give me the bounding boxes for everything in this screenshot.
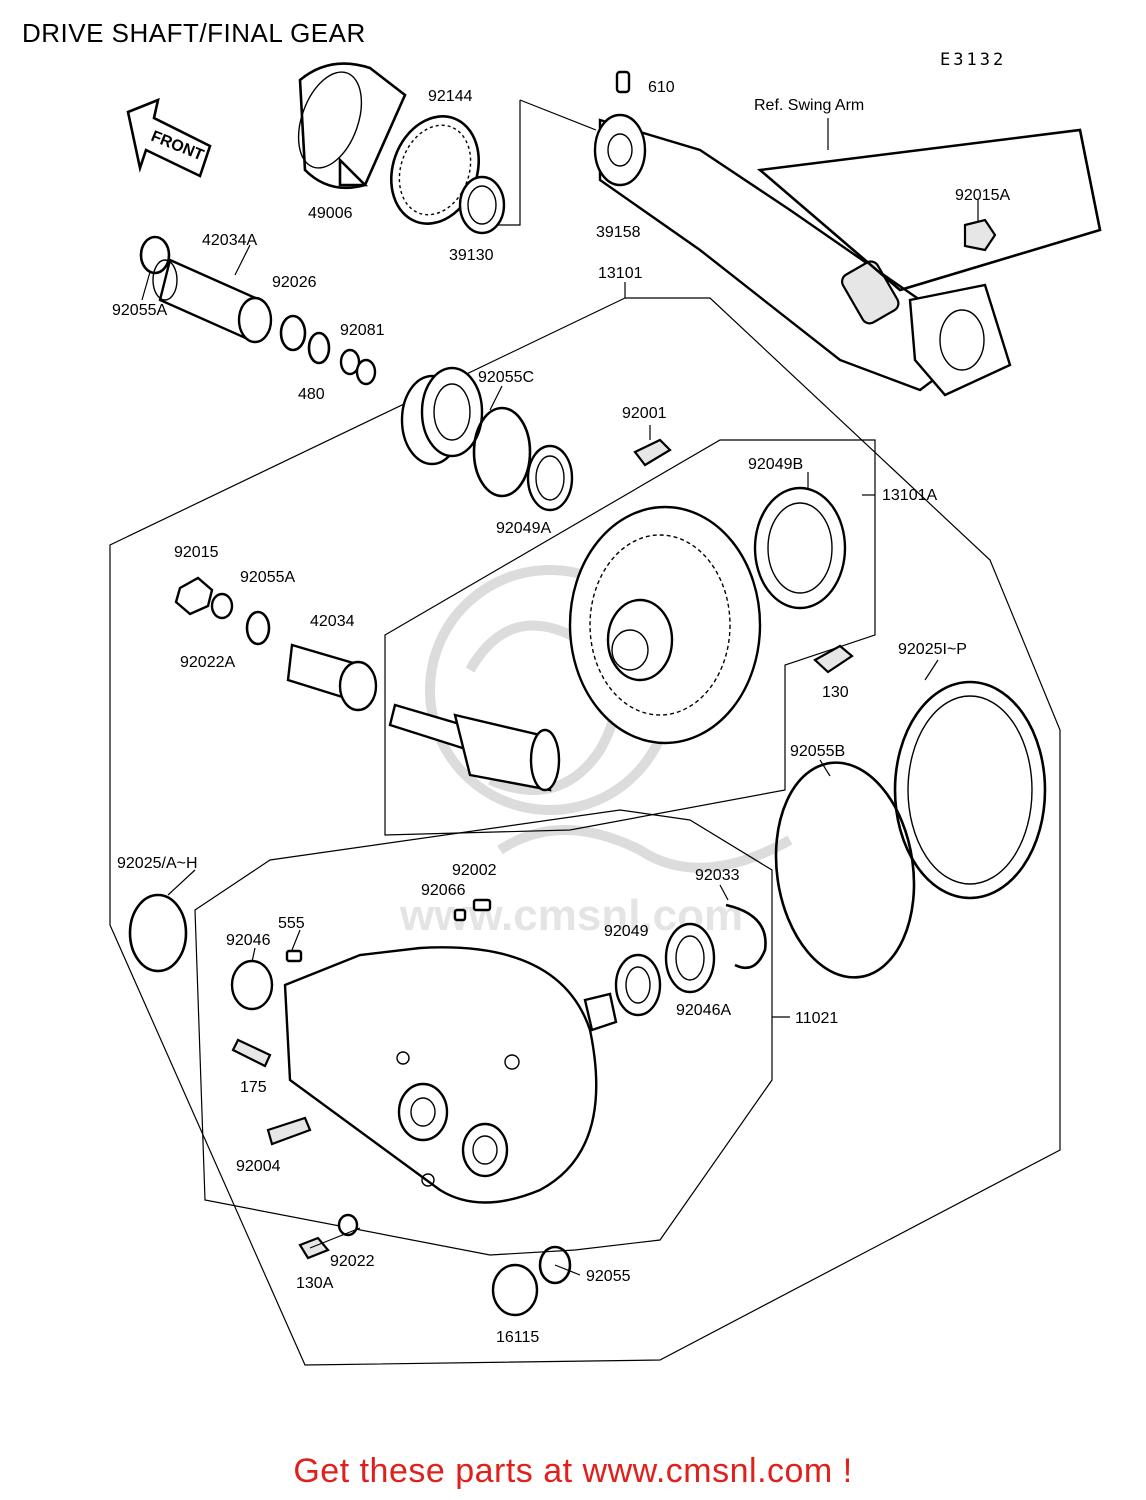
part-92046A xyxy=(664,922,716,994)
part-11021-case xyxy=(283,946,598,1204)
part-42034A xyxy=(152,258,273,344)
part-label-130: 130 xyxy=(822,684,849,701)
part-label-92022: 92022 xyxy=(330,1253,375,1270)
part-label-92049B: 92049B xyxy=(748,456,803,473)
assembly-outline-11021 xyxy=(194,809,773,1256)
part-16115-plug xyxy=(491,1263,539,1317)
swing-arm-reference xyxy=(756,128,1102,397)
part-label-130A: 130A xyxy=(296,1275,334,1292)
part-label-92046A: 92046A xyxy=(676,1002,731,1019)
reference-label: Ref. Swing Arm xyxy=(754,97,864,114)
part-label-16115: 16115 xyxy=(496,1329,539,1346)
part-label-92025IP: 92025I~P xyxy=(898,641,967,658)
assembly-outline-13101 xyxy=(109,297,1061,1366)
part-92001-bolt xyxy=(633,438,672,467)
part-label-92066: 92066 xyxy=(421,882,466,899)
part-label-92004: 92004 xyxy=(236,1158,281,1175)
part-label-92015: 92015 xyxy=(174,544,219,561)
part-label-39158: 39158 xyxy=(596,224,641,241)
part-92004 xyxy=(266,1116,312,1146)
part-92025IP-gasket xyxy=(893,680,1047,900)
part-92046 xyxy=(230,959,274,1011)
part-42034 xyxy=(286,643,378,712)
part-92026 xyxy=(279,314,307,352)
part-92081 xyxy=(339,348,377,386)
part-92055A-mid xyxy=(245,610,271,646)
leader-lines xyxy=(141,99,979,1276)
part-label-42034: 42034 xyxy=(310,613,355,630)
part-130A-bolt xyxy=(298,1236,330,1260)
part-92049B xyxy=(753,486,847,610)
part-label-92025AH: 92025/A~H xyxy=(117,855,198,872)
part-label-92033: 92033 xyxy=(695,867,740,884)
part-480 xyxy=(307,331,331,365)
part-label-92055B: 92055B xyxy=(790,743,845,760)
part-pinion-shaft xyxy=(388,703,561,792)
part-label-13101A: 13101A xyxy=(882,487,937,504)
part-label-13101: 13101 xyxy=(598,265,643,282)
part-label-92081: 92081 xyxy=(340,322,385,339)
front-arrow-label: FRONT xyxy=(149,128,207,164)
part-label-11021: 11021 xyxy=(795,1010,838,1027)
part-92049 xyxy=(614,953,662,1017)
part-92055-oring xyxy=(538,1245,572,1285)
part-label-92022A: 92022A xyxy=(180,654,235,671)
part-label-42034A: 42034A xyxy=(202,232,257,249)
part-label-92015A: 92015A xyxy=(955,187,1010,204)
part-92015A xyxy=(963,218,997,252)
footer-link[interactable]: Get these parts at www.cmsnl.com ! xyxy=(293,1452,853,1490)
part-92033-circlip xyxy=(725,903,767,970)
part-label-480: 480 xyxy=(298,386,325,403)
assembly-outline-13101A xyxy=(384,439,876,836)
part-175-stud xyxy=(231,1038,272,1068)
part-555 xyxy=(285,949,303,963)
part-label-92055A-mid: 92055A xyxy=(240,569,295,586)
part-seal-holder xyxy=(400,366,484,466)
part-label-39130: 39130 xyxy=(449,247,494,264)
part-label-92001: 92001 xyxy=(622,405,667,422)
part-92055B xyxy=(774,761,916,979)
part-39130 xyxy=(458,175,506,235)
part-label-175: 175 xyxy=(240,1079,267,1096)
part-label-92049A: 92049A xyxy=(496,520,551,537)
part-ring-gear xyxy=(568,505,762,745)
part-49006 xyxy=(297,62,407,190)
part-label-92144: 92144 xyxy=(428,88,473,105)
part-92066 xyxy=(453,908,467,922)
part-label-92055: 92055 xyxy=(586,1268,631,1285)
part-92002 xyxy=(472,898,492,912)
page-title: DRIVE SHAFT/FINAL GEAR xyxy=(22,18,366,48)
part-label-92026: 92026 xyxy=(272,274,317,291)
front-arrow: FRONT xyxy=(126,97,212,178)
part-label-610: 610 xyxy=(648,79,675,96)
part-label-92046: 92046 xyxy=(226,932,271,949)
part-92049A xyxy=(526,444,574,512)
part-92055A-top xyxy=(139,235,171,275)
part-130-bolt xyxy=(813,644,854,674)
part-92022A xyxy=(210,592,234,620)
part-label-92002: 92002 xyxy=(452,862,497,879)
part-610-pin xyxy=(615,70,631,94)
part-39158-drive-shaft xyxy=(593,113,962,392)
part-label-92055A-top: 92055A xyxy=(112,302,167,319)
part-92025AH-shim xyxy=(128,893,188,973)
part-92055C xyxy=(472,406,532,498)
part-92015-nut xyxy=(174,576,214,616)
part-label-555: 555 xyxy=(278,915,305,932)
part-label-92055C: 92055C xyxy=(478,369,534,386)
part-92022 xyxy=(337,1213,359,1237)
part-label-92049: 92049 xyxy=(604,923,649,940)
part-collar xyxy=(583,992,618,1032)
part-label-49006: 49006 xyxy=(308,205,353,222)
diagram-code: E3132 xyxy=(940,50,1007,70)
parts-diagram: FRONT xyxy=(109,62,1102,1366)
